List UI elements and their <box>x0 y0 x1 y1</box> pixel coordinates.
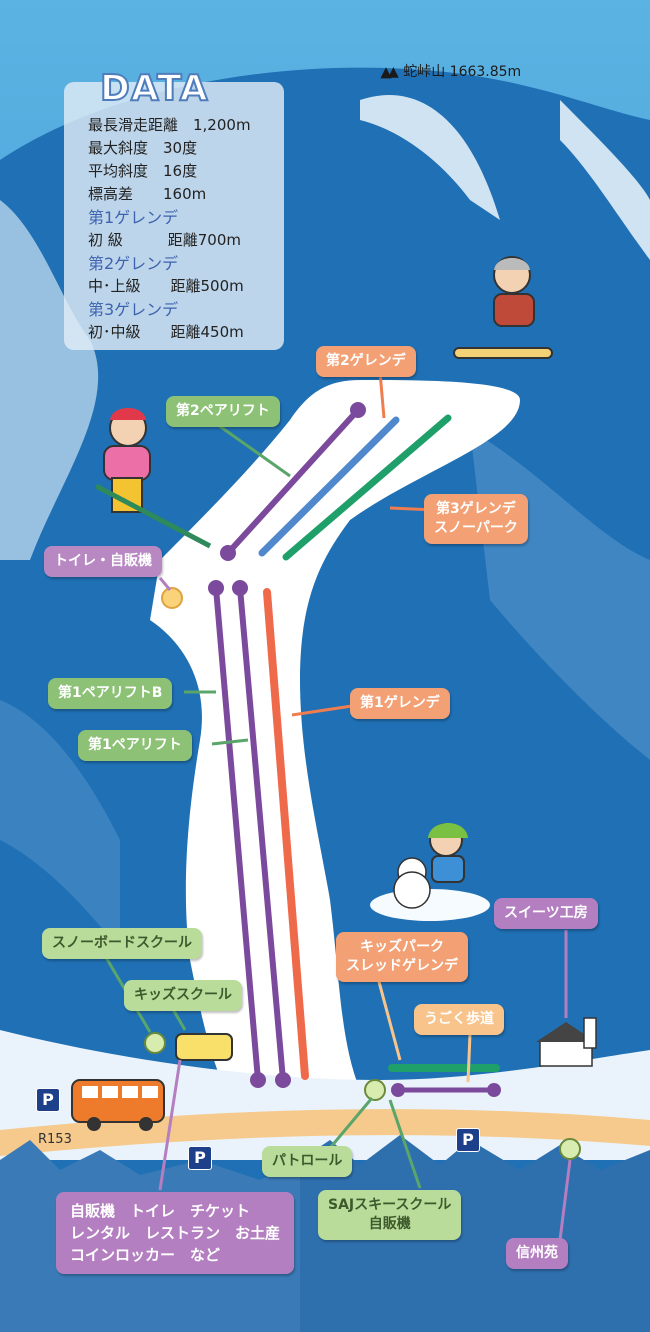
parking-icon: P <box>188 1146 212 1170</box>
slope-shadow-left <box>0 700 120 950</box>
snowboard-school-marker <box>144 1032 166 1054</box>
course-name: 第3ゲレンデ <box>88 300 179 319</box>
course-detail: 初･中級 距離450m <box>88 323 244 341</box>
data-panel: DATA 最長滑走距離 1,200m 最大斜度 30度平均斜度 16度標高差 16… <box>64 67 284 350</box>
course-detail: 初 級 距離700m <box>88 231 242 249</box>
label-snowboard-school: スノーボードスクール <box>42 928 202 959</box>
moving-walk-end <box>487 1083 501 1097</box>
snow-ridge-right <box>560 100 650 260</box>
label-facilities-line2: レンタル レストラン お土産 <box>70 1224 281 1242</box>
label-kids-school: キッズスクール <box>124 980 242 1011</box>
label-gelande-3-line2: スノーパーク <box>434 520 518 536</box>
leader-lines-peach <box>376 977 472 1083</box>
parking-icon: P <box>456 1128 480 1152</box>
parking-icon: P <box>36 1088 60 1112</box>
label-saj-school: SAJスキースクール自販機 <box>318 1190 462 1240</box>
snow-ridge <box>360 95 500 220</box>
pair-lift-1-top <box>232 580 248 596</box>
trees-bottom <box>300 1135 650 1332</box>
label-gelande-2: 第2ゲレンデ <box>316 346 416 377</box>
peak-marker-icon <box>380 67 392 79</box>
label-pair-lift-1b: 第1ペアリフトB <box>48 678 173 709</box>
data-title: DATA <box>99 67 209 110</box>
label-gelande-1: 第1ゲレンデ <box>350 688 450 719</box>
label-gelande-3: 第3ゲレンデスノーパーク <box>424 494 528 544</box>
label-pair-lift-1: 第1ペアリフト <box>78 730 192 761</box>
data-row: 最長滑走距離 1,200m <box>88 116 251 134</box>
label-facilities-line1: 自販機 トイレ チケット <box>70 1202 251 1220</box>
data-row: 最大斜度 30度 <box>88 139 198 157</box>
gelande-1-course <box>263 588 309 1080</box>
label-kids-park-line1: キッズパーク <box>360 939 444 955</box>
moving-walk-start <box>391 1083 405 1097</box>
pair-lift-1b-top <box>208 580 224 596</box>
skier-illustration <box>94 408 212 549</box>
label-shinshuen: 信州苑 <box>506 1238 568 1269</box>
label-saj-line2: 自販機 <box>368 1216 411 1232</box>
label-toilet-vending: トイレ・自販機 <box>44 546 162 577</box>
data-row: 標高差 160m <box>88 185 207 203</box>
snowboarder-illustration <box>453 256 553 359</box>
pair-lift-1-bottom <box>275 1072 291 1088</box>
gelande-2-course <box>258 416 400 557</box>
data-row: 平均斜度 16度 <box>88 162 198 180</box>
label-patrol: パトロール <box>262 1146 353 1177</box>
label-saj-line1: SAJスキースクール <box>328 1197 452 1213</box>
label-kids-park: キッズパークスレッドゲレンデ <box>336 932 468 982</box>
pair-lift-2-line <box>225 407 361 556</box>
leader-lines-purple <box>158 577 572 1241</box>
label-moving-walk: うごく歩道 <box>414 1004 504 1035</box>
course-detail: 中･上級 距離500m <box>88 277 244 295</box>
course-name: 第2ゲレンデ <box>88 254 179 273</box>
label-kids-park-line2: スレッドゲレンデ <box>346 958 458 974</box>
label-facilities-line3: コインロッカー など <box>70 1246 221 1264</box>
kid-snowman-illustration <box>370 823 490 921</box>
pair-lift-1-line <box>237 585 286 1083</box>
peak-label-text: 蛇峠山 1663.85m <box>403 64 522 80</box>
course-name: 第1ゲレンデ <box>88 208 179 227</box>
sweets-building <box>536 1017 597 1067</box>
snow-area-left <box>0 200 99 560</box>
peak-label: ▲ 蛇峠山 1663.85m <box>388 64 522 80</box>
label-facilities: 自販機 トイレ チケットレンタル レストラン お土産コインロッカー など <box>56 1192 295 1274</box>
label-sweets: スイーツ工房 <box>494 898 598 929</box>
road-label: R153 <box>38 1132 72 1147</box>
pair-lift-2-top <box>350 402 366 418</box>
kids-school-building <box>175 1033 233 1061</box>
label-pair-lift-2: 第2ペアリフト <box>166 396 280 427</box>
gelande-3-course <box>282 414 452 561</box>
pair-lift-1b-line <box>213 585 261 1083</box>
pair-lift-2-bottom <box>220 545 236 561</box>
toilet-marker <box>161 587 183 609</box>
bus-illustration <box>71 1079 165 1131</box>
pair-lift-1b-bottom <box>250 1072 266 1088</box>
shinshuen-marker <box>559 1138 581 1160</box>
label-gelande-3-line1: 第3ゲレンデ <box>436 501 516 517</box>
patrol-marker <box>364 1079 386 1101</box>
data-list: 最長滑走距離 1,200m 最大斜度 30度平均斜度 16度標高差 160m 第1ゲ… <box>88 114 251 344</box>
road-r153 <box>0 1109 650 1156</box>
